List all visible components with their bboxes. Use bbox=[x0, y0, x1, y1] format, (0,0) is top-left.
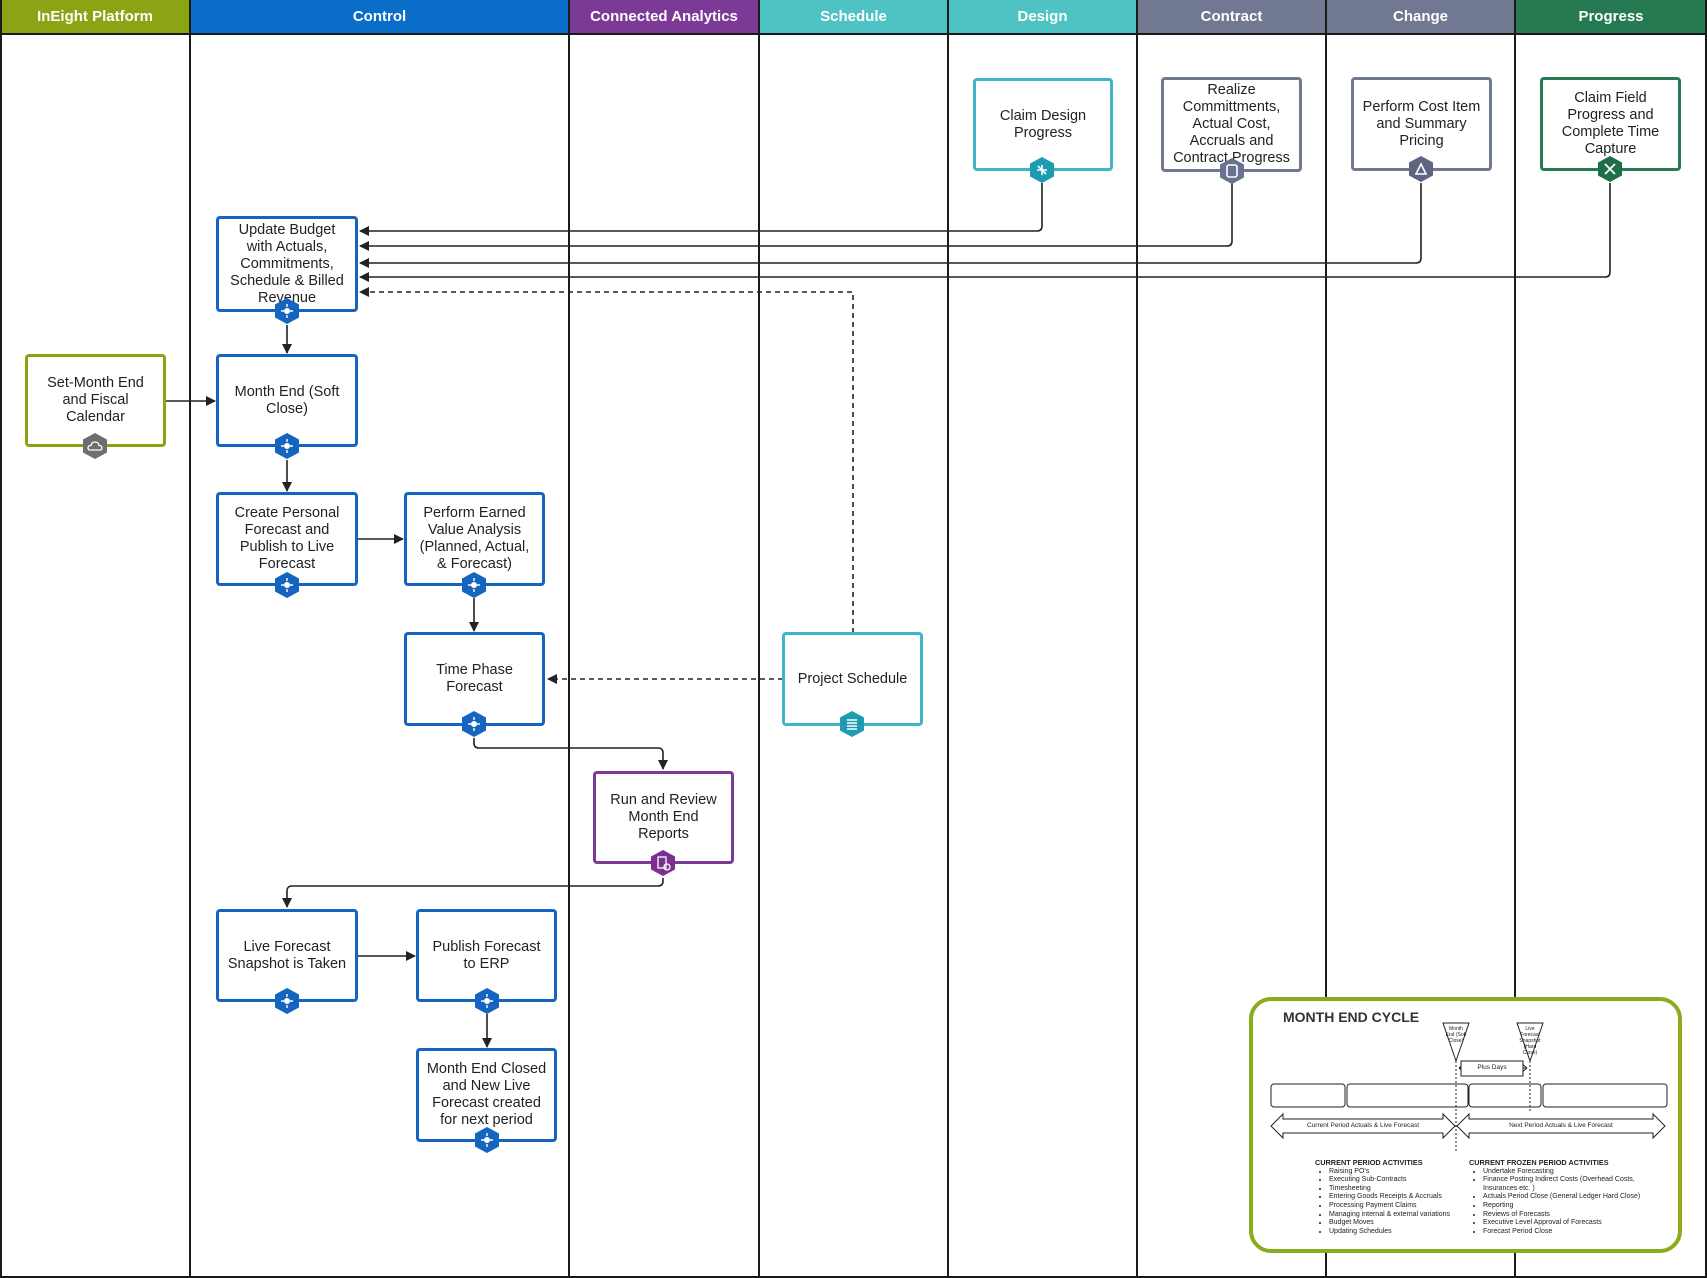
list-item: Processing Payment Claims bbox=[1329, 1202, 1460, 1211]
node-claim-field-progress[interactable]: Claim Field Progress and Complete Time C… bbox=[1540, 77, 1681, 171]
lane-divider bbox=[568, 0, 570, 1278]
list-item: Executive Level Approval of Forecasts bbox=[1483, 1219, 1664, 1228]
edge-design-to-budget bbox=[359, 183, 1043, 236]
legend-current-list: Raising PO's Executing Sub-Contracts Tim… bbox=[1315, 1168, 1460, 1237]
edge-reports-to-snapshot bbox=[282, 878, 664, 908]
node-label: Time Phase Forecast bbox=[436, 662, 513, 695]
cloud-icon bbox=[82, 432, 108, 460]
lane-header-design: Design bbox=[948, 0, 1137, 33]
legend-next-period: Next Period Actuals & Live Forecast bbox=[1509, 1122, 1613, 1129]
legend-current-header: CURRENT PERIOD ACTIVITIES bbox=[1315, 1158, 1423, 1167]
design-icon bbox=[1029, 156, 1055, 184]
legend-marker-soft: Month End (Soft Close) bbox=[1445, 1026, 1467, 1044]
edge-progress-to-budget bbox=[359, 183, 1611, 282]
node-label: Update Budget with Actuals, Commitments,… bbox=[230, 221, 344, 306]
frame-left bbox=[0, 0, 2, 1278]
node-month-end-reports[interactable]: Run and Review Month End Reports bbox=[593, 771, 734, 864]
legend-frozen-list: Undertake Forecasting Finance Posting In… bbox=[1469, 1168, 1664, 1237]
node-realize-commitments[interactable]: Realize Committments, Actual Cost, Accru… bbox=[1161, 77, 1302, 172]
lane-header-connected-analytics: Connected Analytics bbox=[569, 0, 759, 33]
node-month-end-closed[interactable]: Month End Closed and New Live Forecast c… bbox=[416, 1048, 557, 1142]
node-claim-design-progress[interactable]: Claim Design Progress bbox=[973, 78, 1113, 171]
control-icon bbox=[474, 987, 500, 1015]
lane-header-contract: Contract bbox=[1137, 0, 1326, 33]
progress-icon bbox=[1597, 155, 1623, 183]
node-set-month-end[interactable]: Set-Month End and Fiscal Calendar bbox=[25, 354, 166, 447]
lane-header-change: Change bbox=[1326, 0, 1515, 33]
lane-header-inEight-platform: InEight Platform bbox=[0, 0, 190, 33]
control-icon bbox=[461, 710, 487, 738]
node-label: Set-Month End and Fiscal Calendar bbox=[47, 375, 144, 425]
header-rule bbox=[0, 33, 1707, 35]
lane-divider bbox=[758, 0, 760, 1278]
node-label: Month End (Soft Close) bbox=[234, 383, 340, 417]
list-item: Executing Sub-Contracts bbox=[1329, 1176, 1460, 1185]
legend-current-activities: CURRENT PERIOD ACTIVITIES Raising PO's E… bbox=[1315, 1158, 1460, 1237]
month-end-cycle-legend: MONTH END CYCLE M bbox=[1249, 997, 1682, 1253]
node-label: Perform Earned Value Analysis (Planned, … bbox=[419, 505, 530, 572]
node-live-forecast-snapshot[interactable]: Live Forecast Snapshot is Taken bbox=[216, 909, 358, 1002]
node-publish-forecast-erp[interactable]: Publish Forecast to ERP bbox=[416, 909, 557, 1002]
lane-header-schedule: Schedule bbox=[759, 0, 948, 33]
contract-icon bbox=[1219, 157, 1245, 185]
control-icon bbox=[474, 1126, 500, 1154]
node-personal-forecast[interactable]: Create Personal Forecast and Publish to … bbox=[216, 492, 358, 586]
lane-header-control: Control bbox=[190, 0, 569, 33]
node-label: Live Forecast Snapshot is Taken bbox=[227, 938, 347, 972]
list-item: Finance Posting Indirect Costs (Overhead… bbox=[1483, 1176, 1664, 1193]
list-item: Forecast Period Close bbox=[1483, 1228, 1664, 1237]
list-item: Timesheeting bbox=[1329, 1185, 1460, 1194]
legend-title: MONTH END CYCLE bbox=[1283, 1009, 1420, 1025]
list-item: Raising PO's bbox=[1329, 1168, 1460, 1177]
node-label: Realize Committments, Actual Cost, Accru… bbox=[1173, 82, 1290, 166]
control-icon bbox=[461, 571, 487, 599]
node-label: Claim Field Progress and Complete Time C… bbox=[1561, 90, 1660, 157]
lane-divider bbox=[1325, 0, 1327, 1278]
legend-timeline bbox=[1270, 1022, 1668, 1151]
legend-plus-days: Plus Days bbox=[1477, 1064, 1507, 1071]
node-label: Publish Forecast to ERP bbox=[432, 938, 541, 972]
node-label: Month End Closed and New Live Forecast c… bbox=[426, 1061, 547, 1128]
frame-right bbox=[1705, 0, 1707, 1278]
control-icon bbox=[274, 987, 300, 1015]
lane-divider bbox=[1514, 0, 1516, 1278]
node-label: Create Personal Forecast and Publish to … bbox=[234, 505, 340, 572]
node-cost-item-pricing[interactable]: Perform Cost Item and Summary Pricing bbox=[1351, 77, 1492, 171]
edge-contract-to-budget bbox=[359, 183, 1233, 251]
list-item: Undertake Forecasting bbox=[1483, 1168, 1664, 1177]
legend-frozen-header: CURRENT FROZEN PERIOD ACTIVITIES bbox=[1469, 1158, 1609, 1167]
node-project-schedule[interactable]: Project Schedule bbox=[782, 632, 923, 726]
list-item: Actuals Period Close (General Ledger Har… bbox=[1483, 1193, 1664, 1202]
node-earned-value-analysis[interactable]: Perform Earned Value Analysis (Planned, … bbox=[404, 492, 545, 586]
node-time-phase-forecast[interactable]: Time Phase Forecast bbox=[404, 632, 545, 726]
lane-divider bbox=[1136, 0, 1138, 1278]
node-label: Project Schedule bbox=[797, 670, 908, 687]
list-item: Reviews of Forecasts bbox=[1483, 1211, 1664, 1220]
lane-divider bbox=[189, 0, 191, 1278]
list-item: Budget Moves bbox=[1329, 1219, 1460, 1228]
control-icon bbox=[274, 297, 300, 325]
change-icon bbox=[1408, 155, 1434, 183]
control-icon bbox=[274, 571, 300, 599]
node-update-budget[interactable]: Update Budget with Actuals, Commitments,… bbox=[216, 216, 358, 312]
node-label: Perform Cost Item and Summary Pricing bbox=[1362, 98, 1481, 149]
legend-marker-hard: Live Forecast Snapshot (Hard Close) bbox=[1519, 1026, 1541, 1056]
list-item: Updating Schedules bbox=[1329, 1228, 1460, 1237]
analytics-icon bbox=[650, 849, 676, 877]
schedule-icon bbox=[839, 710, 865, 738]
legend-frozen-activities: CURRENT FROZEN PERIOD ACTIVITIES Underta… bbox=[1469, 1158, 1664, 1237]
node-label: Run and Review Month End Reports bbox=[610, 792, 717, 842]
legend-current-period: Current Period Actuals & Live Forecast bbox=[1307, 1122, 1419, 1129]
lane-header-progress: Progress bbox=[1515, 0, 1707, 33]
list-item: Entering Goods Receipts & Accruals bbox=[1329, 1193, 1460, 1202]
list-item: Managing internal & external variations bbox=[1329, 1211, 1460, 1220]
edge-change-to-budget bbox=[359, 183, 1422, 268]
node-label: Claim Design Progress bbox=[999, 107, 1087, 141]
frame-bottom bbox=[0, 1276, 1707, 1278]
list-item: Reporting bbox=[1483, 1202, 1664, 1211]
lane-divider bbox=[947, 0, 949, 1278]
control-icon bbox=[274, 432, 300, 460]
